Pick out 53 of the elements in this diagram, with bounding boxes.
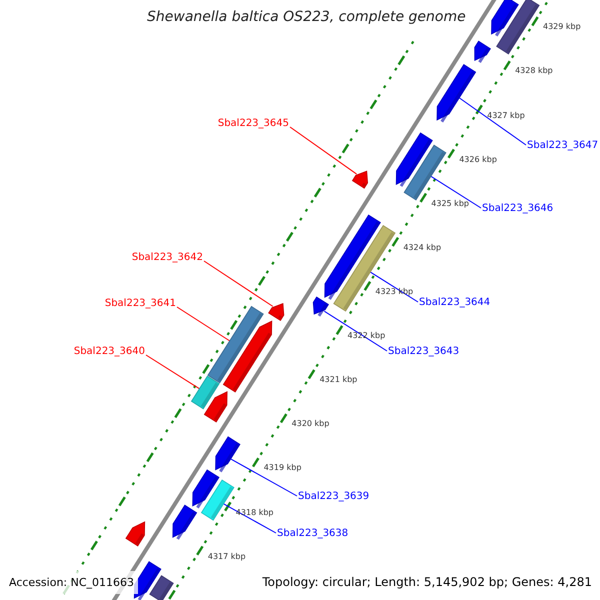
gene-block xyxy=(436,64,476,123)
gene-block xyxy=(200,479,234,521)
title: Shewanella baltica OS223, complete genome xyxy=(147,10,466,24)
gene-label: Sbal223_3640 xyxy=(74,347,145,357)
scale-label: 4328 kbp xyxy=(515,67,553,76)
gene-block xyxy=(190,376,220,410)
gene-block xyxy=(404,144,446,200)
gene-label: Sbal223_3638 xyxy=(277,529,348,539)
scale-label: 4327 kbp xyxy=(487,112,525,120)
gene-block xyxy=(396,132,433,187)
gene-label: Sbal223_3642 xyxy=(132,253,203,263)
gene-label: Sbal223_3647 xyxy=(527,141,598,151)
gene-block xyxy=(268,302,284,322)
scale-label: 4319 kbp xyxy=(264,464,302,472)
leader-line xyxy=(223,503,276,534)
genome-stats-label: Topology: circular; Length: 5,145,902 bp; Genes: 4,281 xyxy=(262,576,592,588)
gene-label: Sbal223_3641 xyxy=(104,299,176,309)
gene-label: Sbal223_3644 xyxy=(419,298,490,308)
leader-line xyxy=(290,126,358,175)
gene-block xyxy=(172,504,198,540)
gene-block xyxy=(496,0,540,54)
scale-label: 4320 kbp xyxy=(292,420,330,428)
leader-line xyxy=(204,260,274,307)
gene-block xyxy=(149,575,174,600)
scale-label: 4317 kbp xyxy=(208,552,246,561)
gene-block xyxy=(474,40,491,63)
scale-label: 4318 kbp xyxy=(236,508,274,516)
gene-block xyxy=(204,391,228,422)
leader-line xyxy=(230,458,298,496)
gene-label: Sbal223_3639 xyxy=(298,492,370,502)
gene-label: Sbal223_3643 xyxy=(388,347,460,357)
leader-line xyxy=(324,310,388,352)
scale-label: 4324 kbp xyxy=(403,244,442,252)
gene-block xyxy=(125,521,146,546)
leader-line xyxy=(458,97,526,146)
gene-label: Sbal223_3646 xyxy=(482,204,554,214)
gene-block xyxy=(207,306,264,384)
gene-block xyxy=(312,296,329,317)
leader-line xyxy=(370,272,418,302)
gene-label: Sbal223_3645 xyxy=(218,119,289,129)
gene-block xyxy=(134,561,162,600)
gene-block xyxy=(333,224,396,312)
scale-label: 4321 kbp xyxy=(320,376,358,384)
scale-label: 4326 kbp xyxy=(459,156,497,164)
gene-block xyxy=(215,436,240,472)
leader-line xyxy=(430,176,482,208)
gene-block xyxy=(491,0,519,37)
gene-block xyxy=(352,170,368,189)
gene-block xyxy=(222,320,272,392)
scale-label: 4325 kbp xyxy=(431,200,469,208)
gene-block xyxy=(192,469,220,508)
leader-line xyxy=(146,354,200,390)
leader-line xyxy=(176,306,230,342)
